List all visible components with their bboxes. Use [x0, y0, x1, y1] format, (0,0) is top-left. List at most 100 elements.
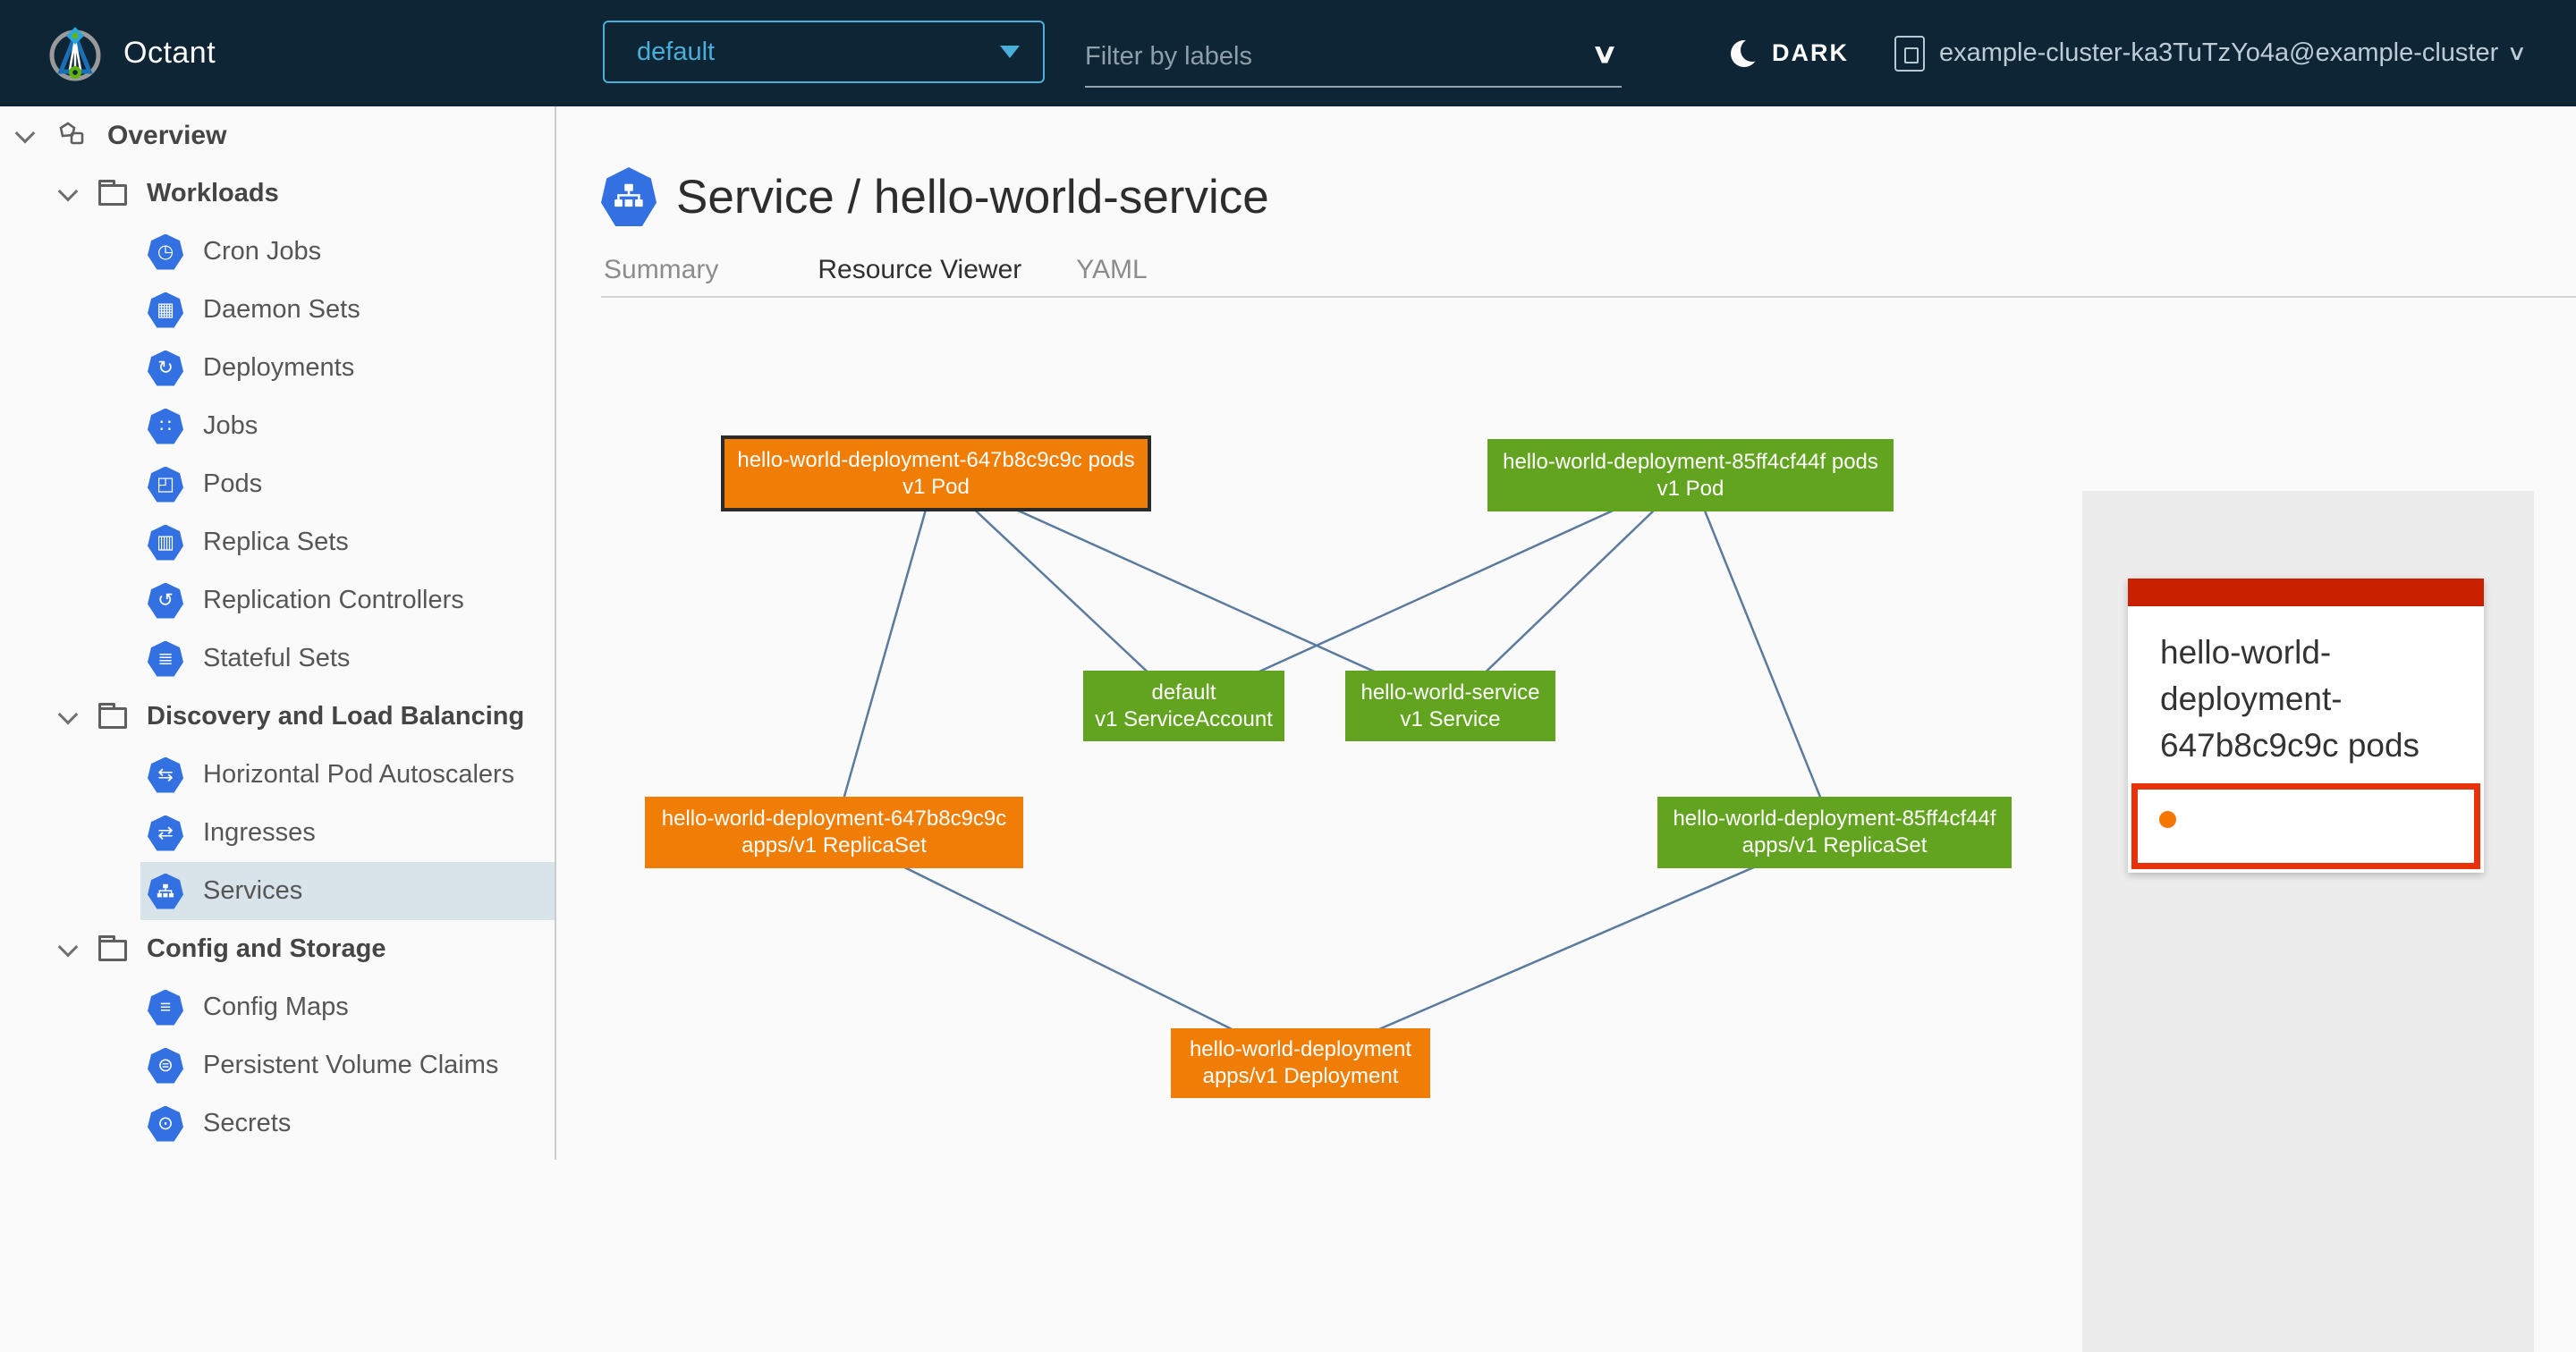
node-name: hello-world-deployment-85ff4cf44f [1673, 807, 1996, 831]
folder-icon [98, 703, 127, 729]
config-maps-icon: ≡ [148, 989, 183, 1026]
node-kind: apps/v1 ReplicaSet [1741, 833, 1928, 858]
replica-sets-icon: ▥ [148, 524, 183, 561]
cron-jobs-icon: ◷ [148, 233, 183, 270]
chevron-down-icon[interactable] [57, 704, 79, 724]
app-title: Octant [123, 36, 216, 70]
cluster-icon [1894, 35, 1925, 72]
sidebar-item-replica-sets[interactable]: ▥Replica Sets [0, 513, 555, 571]
namespace-dropdown[interactable]: default [603, 21, 1045, 83]
node-name: hello-world-deployment-647b8c9c9c [661, 807, 1007, 831]
sidebar-item-daemon-sets[interactable]: ▦Daemon Sets [0, 281, 555, 339]
service-icon [601, 167, 657, 226]
sidebar-item-label: Cron Jobs [203, 237, 322, 266]
folder-icon [98, 935, 127, 961]
sidebar-item-label: Config and Storage [147, 934, 386, 963]
horizontal-pod-autoscalers-icon: ⇆ [148, 756, 183, 793]
graph-edge-pod-85f-rs-85f [1689, 475, 1836, 833]
node-kind: v1 Service [1400, 706, 1501, 731]
sidebar-item-pods[interactable]: ◰Pods [0, 455, 555, 513]
node-name: hello-world-service [1360, 680, 1540, 705]
sidebar-item-workloads[interactable]: Workloads [0, 165, 555, 223]
graph-edge-pod-647-rs-647 [833, 473, 937, 833]
graph-edge-pod-647-svc-hello [935, 472, 1452, 707]
node-detail-panel: hello-world-deployment-647b8c9c9c pods [2082, 491, 2534, 1352]
node-detail-card: hello-world-deployment-647b8c9c9c pods [2128, 579, 2484, 873]
sidebar-item-persistent-volume-claims[interactable]: ⊜ Persistent Volume Claims [0, 1036, 555, 1094]
graph-edge-pod-85f-sa-default [1182, 474, 1691, 707]
ingresses-icon: ⇄ [148, 815, 183, 851]
chevron-down-icon[interactable] [14, 123, 36, 143]
chevron-down-icon[interactable] [57, 181, 79, 201]
jobs-icon: ∷ [148, 408, 183, 444]
sidebar-item-horizontal-pod-autoscalers[interactable]: ⇆Horizontal Pod Autoscalers [0, 746, 555, 804]
node-name: hello-world-deployment-647b8c9c9c pods [737, 447, 1135, 472]
theme-toggle[interactable]: DARK [1731, 0, 1849, 106]
sidebar-item-config-and-storage[interactable]: Config and Storage [0, 920, 555, 978]
detail-card-title: hello-world-deployment-647b8c9c9c pods [2160, 634, 2420, 764]
sidebar-item-ingresses[interactable]: ⇄ Ingresses [0, 804, 555, 862]
sidebar-item-replication-controllers[interactable]: ↺ Replication Controllers [0, 571, 555, 630]
sidebar-item-label: Config Maps [203, 993, 349, 1021]
node-name: hello-world-deployment-85ff4cf44f pods [1503, 449, 1878, 474]
node-name: hello-world-deployment [1189, 1037, 1412, 1061]
sidebar-item-config-maps[interactable]: ≡ Config Maps [0, 978, 555, 1036]
persistent-volume-claims-icon: ⊜ [148, 1047, 183, 1084]
sidebar-item-label: Persistent Volume Claims [203, 1051, 499, 1079]
filter-by-labels-input[interactable] [1085, 41, 1596, 72]
graph-edge-pod-85f-svc-hello [1449, 474, 1691, 707]
sidebar-item-label: Ingresses [203, 818, 316, 847]
sidebar-item-label: Pods [203, 469, 263, 498]
sidebar-item-label: Daemon Sets [203, 295, 360, 324]
sidebar-item-label: Replication Controllers [203, 586, 464, 614]
chevron-down-icon[interactable] [57, 936, 79, 957]
sidebar-item-stateful-sets[interactable]: ≣Stateful Sets [0, 630, 555, 688]
theme-toggle-label: DARK [1772, 39, 1849, 66]
graph-edge-rs-647-deploy [833, 831, 1301, 1065]
sidebar-item-discovery-and-load-balancing[interactable]: Discovery and Load Balancing [0, 688, 555, 746]
replication-controllers-icon: ↺ [148, 582, 183, 619]
node-kind: apps/v1 Deployment [1202, 1064, 1399, 1088]
node-name: default [1151, 680, 1216, 705]
detail-card-status-bar [2128, 579, 2484, 606]
folder-icon [98, 180, 127, 206]
sidebar-item-label: Workloads [147, 179, 279, 207]
node-kind: v1 ServiceAccount [1095, 706, 1273, 731]
namespace-dropdown-caret-icon [1000, 46, 1020, 58]
filter-by-labels-field: ∨ [1085, 27, 1622, 88]
graph-edges [833, 472, 1836, 1065]
sidebar-item-deployments[interactable]: ↻Deployments [0, 339, 555, 397]
secrets-icon: ⊙ [148, 1105, 183, 1142]
sidebar-item-cron-jobs[interactable]: ◷ Cron Jobs [0, 223, 555, 281]
sidebar-item-services[interactable]: Services [0, 862, 555, 920]
page-title: Service / hello-world-service [676, 170, 1269, 224]
sidebar-item-secrets[interactable]: ⊙ Secrets [0, 1094, 555, 1153]
sidebar-item-label: Jobs [203, 411, 258, 440]
cluster-context-selector[interactable]: example-cluster-ka3TuTzYo4a@example-clus… [1894, 0, 2527, 106]
overview-icon [59, 121, 84, 144]
sidebar-item-jobs[interactable]: ∷ Jobs [0, 397, 555, 455]
moon-icon [1731, 38, 1764, 67]
filter-chevron-down-icon[interactable]: ∨ [1590, 38, 1619, 69]
sidebar-item-label: Secrets [203, 1109, 292, 1137]
stateful-sets-icon: ≣ [148, 640, 183, 677]
graph-node-deploy[interactable]: hello-world-deployment apps/v1 Deployment [1171, 1028, 1430, 1098]
cluster-context-label: example-cluster-ka3TuTzYo4a@example-clus… [1939, 38, 2499, 67]
services-icon [148, 873, 183, 909]
page-title-row: Service / hello-world-service [601, 167, 1269, 226]
sidebar-item-overview[interactable]: Overview [0, 106, 555, 165]
tab-yaml[interactable]: YAML [1076, 255, 1148, 284]
graph-edge-rs-85f-deploy [1300, 831, 1835, 1065]
tab-summary[interactable]: Summary [604, 255, 719, 284]
detail-status-box [2131, 783, 2480, 869]
graph-edge-pod-647-sa-default [935, 472, 1185, 707]
